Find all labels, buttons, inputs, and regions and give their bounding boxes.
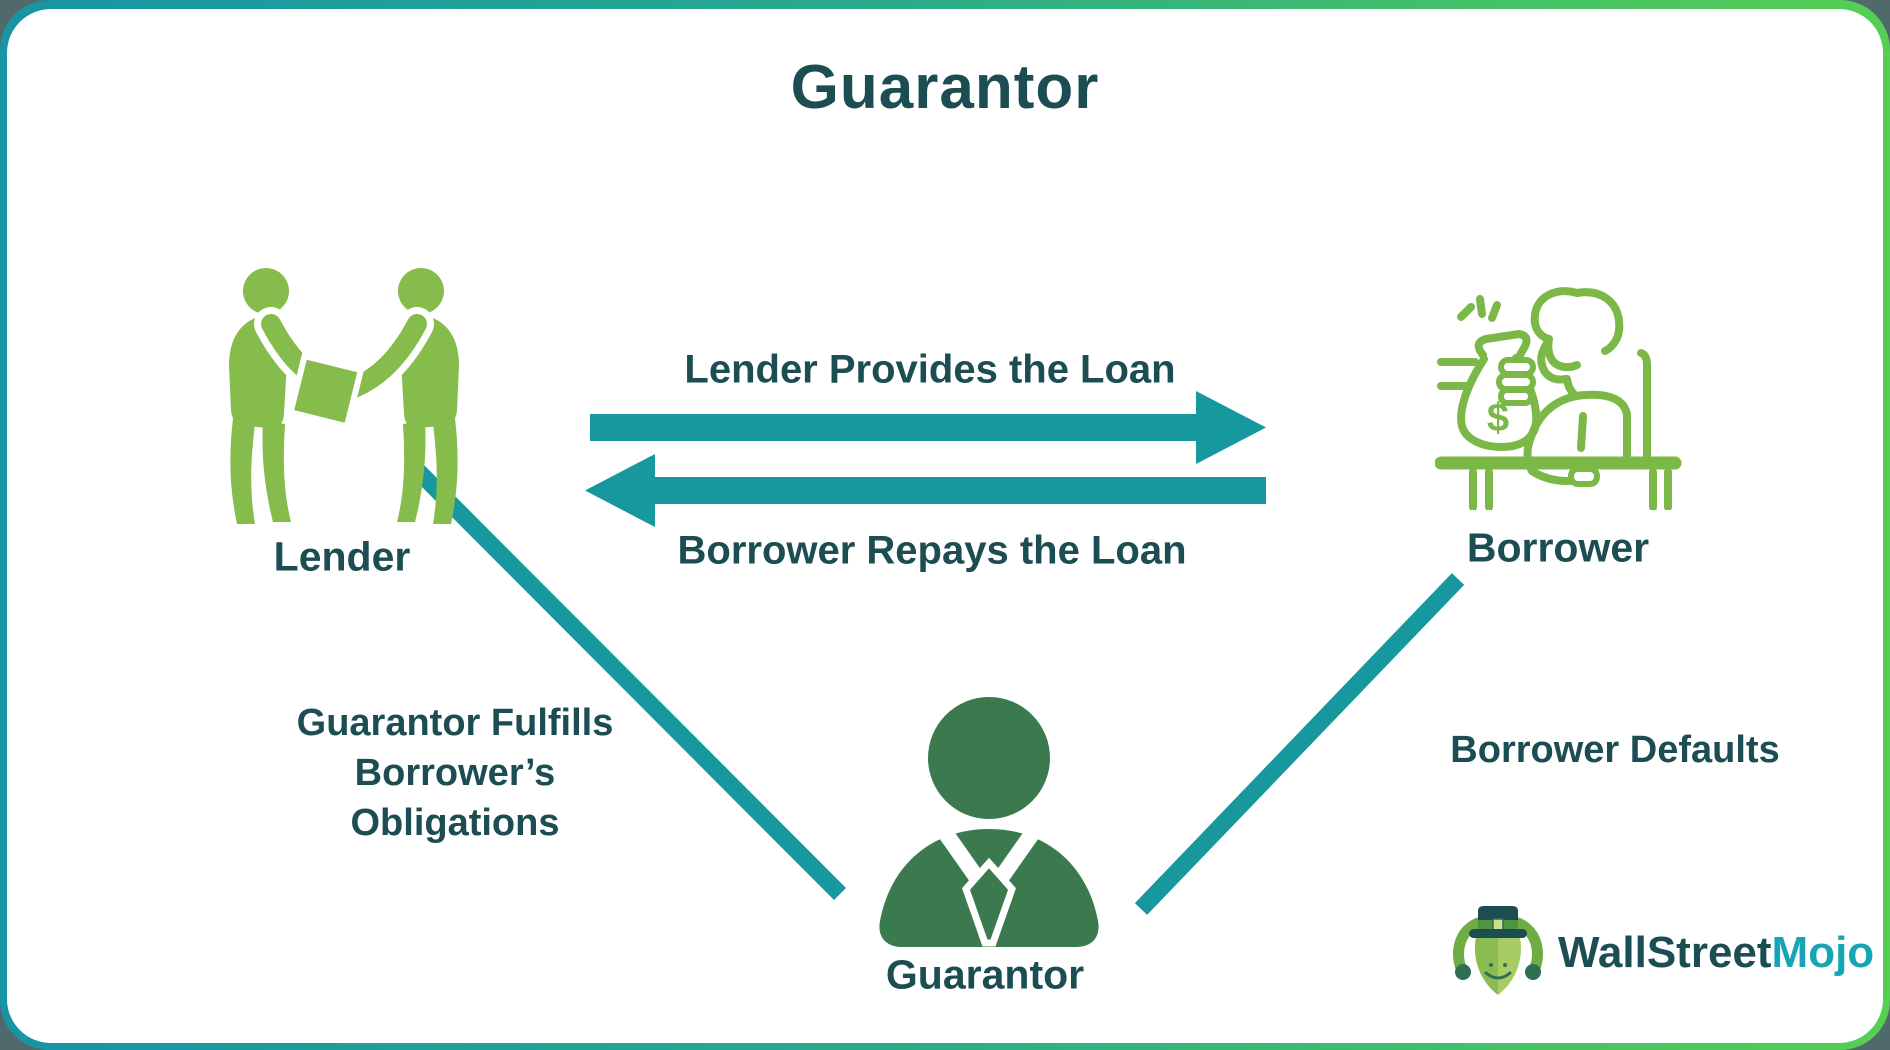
borrower-icon: $ [1435,287,1682,510]
lender-icon [229,268,459,524]
loan-arrow-right [590,391,1266,464]
repay-arrow-label: Borrower Repays the Loan [677,528,1187,573]
logo-wallstreet: WallStreet [1558,927,1772,977]
dollar-sign: $ [1487,396,1509,440]
guarantor-label: Guarantor [885,951,1085,998]
note-line-2: Borrower’s [354,752,556,794]
guarantor-fulfills-note: Guarantor Fulfills Borrower’s Obligation… [297,698,614,848]
tie [962,857,1016,947]
page-title: Guarantor [790,53,1100,122]
logo-text: WallStreetMojo [1558,928,1874,978]
bull-with-top-hat-icon [1453,906,1543,995]
repay-arrow-left [585,454,1266,527]
loan-arrow-label: Lender Provides the Loan [684,347,1176,392]
borrower-defaults-note: Borrower Defaults [1450,729,1780,771]
document-box [286,352,365,431]
borrower-guarantor-line [1134,573,1465,915]
lender-label: Lender [273,533,411,580]
note-line-3: Obligations [350,802,560,844]
note-line-1: Guarantor Fulfills [296,702,614,744]
wallstreetmojo-logo: WallStreetMojo [1452,905,1874,1000]
lender-guarantor-line [406,459,847,901]
borrower-label: Borrower [1466,524,1650,571]
logo-mojo: Mojo [1771,927,1875,977]
guarantor-icon [879,697,1099,947]
